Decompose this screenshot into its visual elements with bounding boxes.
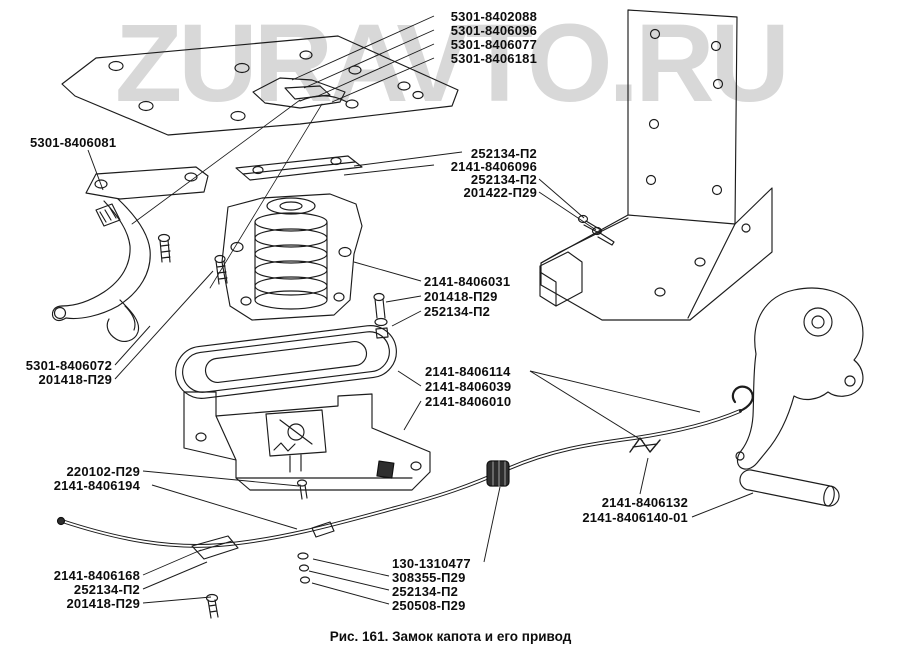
figure-caption: Рис. 161. Замок капота и его привод xyxy=(329,629,572,644)
part-label-2141-8406132: 2141-8406132 xyxy=(601,495,688,510)
part-label-252134-p2-e: 252134-П2 xyxy=(392,584,459,599)
part-label-5301-8406077: 5301-8406077 xyxy=(450,37,537,52)
part-label-2141-8406010: 2141-8406010 xyxy=(425,394,512,409)
part-label-252134-p2-d: 252134-П2 xyxy=(73,582,140,597)
release-cable xyxy=(56,385,754,584)
part-label-201418-p29-c: 201418-П29 xyxy=(66,596,140,611)
part-label-2141-8406096: 2141-8406096 xyxy=(450,159,537,174)
part-label-5301-8406081: 5301-8406081 xyxy=(30,135,117,150)
part-label-5301-8406096: 5301-8406096 xyxy=(450,23,537,38)
fasteners xyxy=(157,214,615,619)
leader-lines xyxy=(87,15,754,605)
part-label-201422-p29: 201422-П29 xyxy=(463,185,537,200)
part-label-2141-8406168: 2141-8406168 xyxy=(53,568,140,583)
part-label-5301-8406072: 5301-8406072 xyxy=(25,358,112,373)
part-label-201418-p29-b: 201418-П29 xyxy=(38,372,112,387)
mounting-strip xyxy=(235,155,363,181)
part-label-2141-8406140-01: 2141-8406140-01 xyxy=(582,510,688,525)
assembly-lines xyxy=(131,99,323,289)
part-label-252134-p2-c: 252134-П2 xyxy=(424,304,491,319)
part-label-308355-p29: 308355-П29 xyxy=(392,570,466,585)
part-label-250508-p29: 250508-П29 xyxy=(392,598,466,613)
part-label-5301-8406181: 5301-8406181 xyxy=(450,51,537,66)
hood-hook-assembly xyxy=(51,166,209,342)
part-label-201418-p29-a: 201418-П29 xyxy=(424,289,498,304)
gasket-frame xyxy=(175,325,397,399)
lock-bracket xyxy=(183,391,431,491)
part-label-130-1310477: 130-1310477 xyxy=(392,556,471,571)
part-label-2141-8406114: 2141-8406114 xyxy=(425,364,511,379)
part-label-220102-p29: 220102-П29 xyxy=(66,464,140,479)
part-label-2141-8406039: 2141-8406039 xyxy=(425,379,512,394)
part-label-252134-p2-a: 252134-П2 xyxy=(470,146,537,161)
hood-reinforcement-plate xyxy=(61,35,459,136)
lock-spring-assembly xyxy=(221,193,363,321)
part-label-252134-p2-b: 252134-П2 xyxy=(470,172,537,187)
part-label-5301-8402088: 5301-8402088 xyxy=(450,9,537,24)
part-label-2141-8406194: 2141-8406194 xyxy=(53,478,140,493)
release-lever xyxy=(735,287,864,507)
right-bracket-panel xyxy=(539,9,773,321)
part-label-2141-8406031: 2141-8406031 xyxy=(424,274,511,289)
